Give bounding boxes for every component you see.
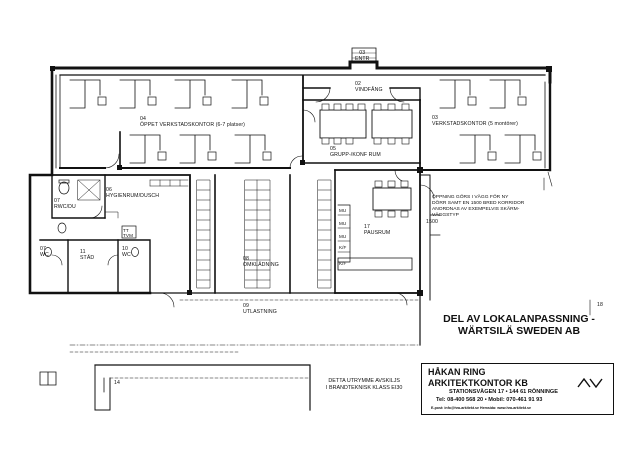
room-label-office-west: 04 ÖPPET VERKSTADSKONTOR (6-7 platser) bbox=[140, 116, 245, 128]
equipment-label-kf-2: K/F bbox=[339, 261, 347, 266]
grid-marker-14: 14 bbox=[114, 380, 120, 386]
dimension-label: 1500 bbox=[426, 219, 438, 225]
equipment-label-mu-3: MU bbox=[339, 234, 347, 239]
room-label-utlastning: 09 UTLASTNING bbox=[243, 303, 277, 315]
exterior-wall bbox=[50, 60, 552, 84]
architect-phones: Tel: 08-400 568 20 • Mobil: 070-461 91 9… bbox=[436, 397, 543, 403]
equipment-label-mu-1: MU bbox=[339, 208, 347, 213]
equipment-label-tt-tvm: TT TVM bbox=[123, 228, 133, 239]
fire-class-note: DETTA UTRYMME AVSKILJS I BRANDTEKNISK KL… bbox=[326, 378, 403, 391]
room-label-omkladning: 08 OMKLÄDNING bbox=[243, 256, 279, 268]
architect-email-web: E-post: info@hra-arkitekt.se Hemsida: ww… bbox=[431, 405, 532, 410]
entrance-label: 03 ENTR bbox=[355, 50, 370, 62]
architect-address: STATIONSVÄGEN 17 • 144 61 RÖNNINGE bbox=[449, 389, 558, 395]
project-title: DEL AV LOKALANPASSNING - WÄRTSILÄ SWEDEN… bbox=[443, 313, 595, 337]
room-label-rwc: 07 RWC/DU bbox=[54, 198, 76, 210]
room-label-pausrum: 17 PAUSRUM bbox=[364, 224, 391, 236]
room-label-wc-b: 10 WC bbox=[122, 246, 131, 258]
utlastning-boundary bbox=[149, 292, 421, 346]
wall-opening-note: ÖPPNING GÖRS I VÄGG FÖR NY DÖRR SAMT EN … bbox=[432, 195, 525, 218]
room-label-office-east: 03 VERKSTADSKONTOR (5 montörer) bbox=[432, 115, 518, 127]
room-label-wc-a: 07 WC bbox=[40, 246, 49, 258]
grid-marker-18: 18 bbox=[597, 302, 603, 308]
room-label-vindfang: 02 VINDFÅNG bbox=[355, 81, 383, 93]
title-block: HÅKAN RING ARKITEKTKONTOR KB STATIONSVÄG… bbox=[421, 363, 614, 415]
vindfang-wall bbox=[302, 87, 421, 101]
architect-name: HÅKAN RING bbox=[428, 367, 486, 377]
equipment-label-mu-2: MU bbox=[339, 221, 347, 226]
equipment-label-kf-1: K/F bbox=[339, 245, 347, 250]
room-label-stad: 11 STÄD bbox=[80, 249, 95, 261]
architect-company: ARKITEKTKONTOR KB bbox=[428, 378, 528, 388]
room-label-hygien: 06 HYGIENRUM/DUSCH bbox=[106, 187, 160, 199]
room-label-grupprum: 05 GRUPP-/KONF RUM bbox=[330, 146, 381, 158]
company-logo-icon bbox=[577, 378, 603, 388]
